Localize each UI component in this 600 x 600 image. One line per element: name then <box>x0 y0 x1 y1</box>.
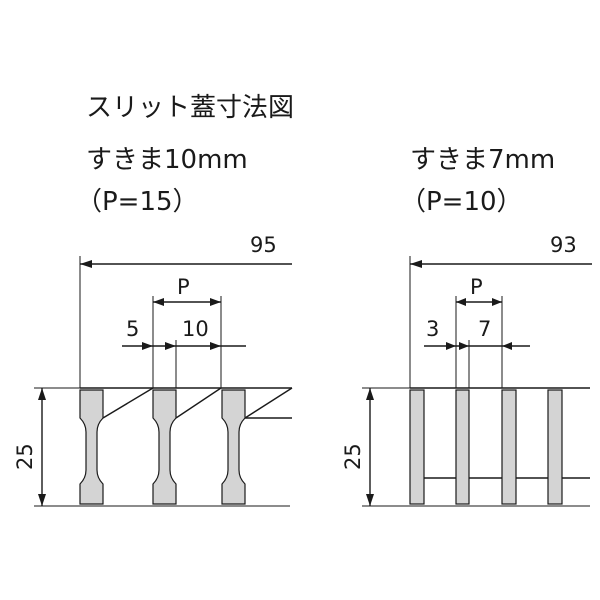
right-pitch-arrow-right <box>492 298 502 306</box>
left-gap-dim: 10 <box>182 317 209 341</box>
right-width-dim: 93 <box>550 233 577 257</box>
drawing-title: スリット蓋寸法図 <box>86 93 294 123</box>
right-height-arrow-top <box>366 388 374 400</box>
left-brace-2 <box>175 387 222 419</box>
left-bar-2 <box>152 389 177 505</box>
left-brace-3 <box>244 387 293 419</box>
left-pitch-arrow-right <box>210 298 221 306</box>
right-bar-1 <box>409 389 425 505</box>
left-drawing: 95 P 5 10 25 <box>13 233 293 507</box>
left-brace-1 <box>102 387 154 419</box>
left-gap-arrow-b <box>210 342 221 350</box>
right-bar-3 <box>501 389 517 505</box>
left-pitch-arrow-left <box>153 298 164 306</box>
left-pitch-dim: P <box>177 275 190 299</box>
right-gap-label: すきま7mm <box>410 145 555 175</box>
right-height-dim: 25 <box>341 443 365 470</box>
right-width-arrow <box>410 260 422 268</box>
left-height-arrow-top <box>38 388 46 400</box>
left-width-dim: 95 <box>250 233 277 257</box>
right-pitch-dim: P <box>470 275 483 299</box>
left-bar-arrow <box>142 342 153 350</box>
right-height-arrow-bottom <box>366 494 374 506</box>
left-gap-arrow-a <box>165 342 176 350</box>
left-width-arrow <box>80 260 92 268</box>
right-drawing: 93 P 3 7 25 <box>341 233 592 507</box>
left-height-dim: 25 <box>13 443 37 470</box>
right-bar-arrow <box>446 342 456 350</box>
left-height-arrow-bottom <box>38 494 46 506</box>
right-gap-dim: 7 <box>478 317 491 341</box>
left-pitch-label: （P=15） <box>76 187 199 217</box>
right-gap-arrow-a <box>459 342 469 350</box>
left-bar-1 <box>79 389 104 505</box>
right-bar-2 <box>455 389 470 505</box>
right-bar-dim: 3 <box>426 317 439 341</box>
right-bar-4 <box>547 389 563 505</box>
right-pitch-label: （P=10） <box>400 187 523 217</box>
right-gap-arrow-b <box>502 342 512 350</box>
right-pitch-arrow-left <box>456 298 466 306</box>
left-bar-dim: 5 <box>126 317 139 341</box>
left-bar-3 <box>221 389 246 505</box>
left-gap-label: すきま10mm <box>86 145 248 175</box>
